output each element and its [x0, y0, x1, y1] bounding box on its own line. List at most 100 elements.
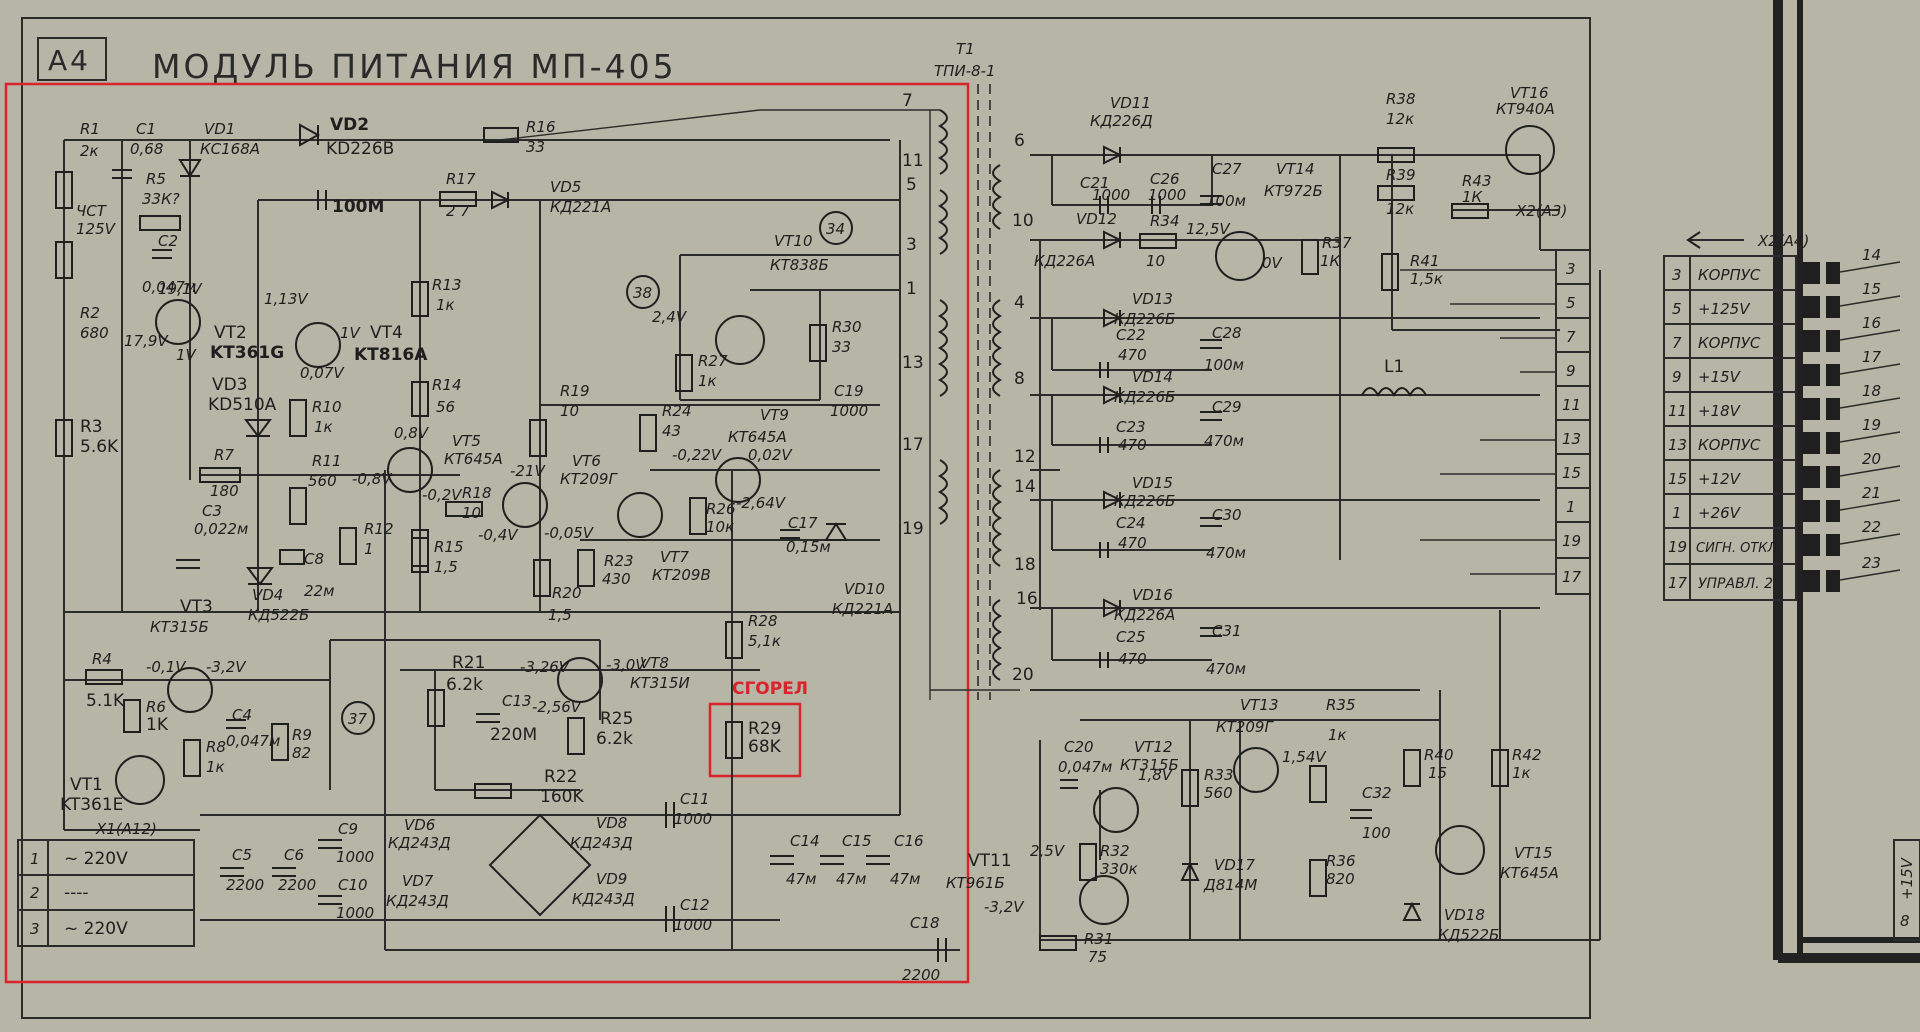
lbl-C8: C8 — [304, 550, 324, 568]
lbl-C1: C1 — [136, 120, 156, 138]
val-C9: 1000 — [336, 848, 374, 866]
val-R21: 6.2k — [446, 675, 483, 695]
lbl-C25: C25 — [1116, 628, 1146, 646]
val-R5: 33К? — [142, 190, 180, 208]
right-wiring — [1030, 154, 1601, 941]
val-R29: 68K — [748, 737, 782, 757]
val-VT16: КТ940А — [1496, 100, 1555, 118]
lbl-R24: R24 — [662, 402, 692, 420]
val-C28: 100м — [1204, 356, 1244, 374]
val-R39: 12к — [1386, 200, 1414, 218]
lbl-C21: C21 — [1080, 174, 1110, 192]
voltage-reading: -0,22V — [672, 446, 723, 464]
lbl-R3: R3 — [80, 417, 103, 437]
lbl-C14: C14 — [790, 832, 820, 850]
lbl-VT11: VT11 — [968, 851, 1012, 871]
val-C22: 470 — [1118, 346, 1147, 364]
t1-pin-19: 19 — [902, 519, 924, 539]
val-C1: 0,68 — [130, 140, 163, 158]
transformer-ref: T1 — [956, 40, 975, 58]
val-VD5: КД221А — [550, 198, 611, 216]
val-R43: 1К — [1462, 188, 1484, 206]
voltage-reading: -0,2V — [422, 486, 463, 504]
t1-pin-4: 4 — [1014, 293, 1025, 313]
lbl-R8: R8 — [206, 738, 226, 756]
val-R32: 330к — [1100, 860, 1138, 878]
val-VD7: КД243Д — [386, 892, 449, 910]
burned-label: СГОРЕЛ — [732, 679, 808, 699]
val-C5: 2200 — [226, 876, 264, 894]
lbl-VT10: VT10 — [774, 232, 813, 250]
val-C32: 100 — [1362, 824, 1391, 842]
lbl-VT15: VT15 — [1514, 844, 1553, 862]
lbl-R27: R27 — [698, 352, 728, 370]
voltage-reading: -2,56V — [532, 698, 583, 716]
val-VT13: КТ209Г — [1216, 718, 1274, 736]
val-VD17: Д814М — [1203, 876, 1257, 894]
lbl-VT3: VT3 — [180, 597, 213, 617]
x2a4-pin: 7 — [1672, 334, 1682, 352]
voltage-reading: 0,07V — [300, 364, 345, 382]
x2a4-out: 16 — [1862, 314, 1881, 332]
mains-connector: X1(A12) 1 ~ 220V 2 ---- 3 ~ 220V — [17, 820, 195, 947]
val-R15: 1,5 — [434, 558, 458, 576]
t1-pin-3: 3 — [906, 235, 917, 255]
voltage-reading: 2,5V — [1030, 842, 1066, 860]
val-R37: 1К — [1320, 252, 1342, 270]
lbl-R19: R19 — [560, 382, 590, 400]
lbl-C24: C24 — [1116, 514, 1146, 532]
x2a4-label: КОРПУС — [1698, 436, 1761, 454]
t1-pin-6: 6 — [1014, 131, 1025, 151]
mains-pin-2: 2 — [30, 884, 40, 902]
val-VT7: КТ209В — [652, 566, 711, 584]
lbl-VD3: VD3 — [212, 375, 248, 395]
edge-label-pin8: 8 — [1900, 912, 1910, 930]
val-R11: 560 — [308, 472, 337, 490]
x2a4-pin: 17 — [1668, 574, 1688, 592]
val-R38: 12к — [1386, 110, 1414, 128]
highlight-region — [4, 82, 970, 984]
lbl-C3: C3 — [202, 502, 222, 520]
lbl-C30: C30 — [1212, 506, 1242, 524]
lbl-VD1: VD1 — [204, 120, 235, 138]
x2a3-pin: 17 — [1562, 568, 1582, 586]
lbl-C6: C6 — [284, 846, 304, 864]
voltage-reading: 1,8V — [1138, 766, 1174, 784]
x2a4-pin: 1 — [1672, 504, 1682, 522]
lbl-C4: C4 — [232, 706, 252, 724]
lbl-VT12: VT12 — [1134, 738, 1173, 756]
val-C29: 470м — [1204, 432, 1244, 450]
test-point-37-label: 37 — [348, 710, 368, 728]
voltage-reading: 1V — [176, 346, 198, 364]
val-VD15: КД226Б — [1114, 492, 1175, 510]
connector-x2a3: X2(A3) 3 5 7 9 11 13 15 1 19 17 — [1400, 202, 1591, 595]
lbl-VD15: VD15 — [1132, 474, 1173, 492]
lbl-R1: R1 — [80, 120, 100, 138]
lbl-R33: R33 — [1204, 766, 1234, 784]
lbl-VD5: VD5 — [550, 178, 581, 196]
mains-connector-ref: X1(A12) — [95, 820, 157, 838]
x2a3-pin: 15 — [1562, 464, 1581, 482]
lbl-R30: R30 — [832, 318, 862, 336]
block-code-box — [37, 37, 107, 81]
val-VT9: КТ645А — [728, 428, 787, 446]
val-C10: 1000 — [336, 904, 374, 922]
t1-pin-7: 7 — [902, 91, 913, 111]
voltage-reading: -2,64V — [736, 494, 787, 512]
val-VD13: КД226Б — [1114, 310, 1175, 328]
voltage-readings: 19,1V 17,9V 1V 1,13V 1V 0,07V 0,8V -0,8V… — [124, 220, 1327, 916]
test-point-38 — [626, 275, 660, 309]
voltage-reading: 0,02V — [748, 446, 793, 464]
val-R8: 1к — [206, 758, 225, 776]
voltage-reading: 0,8V — [394, 424, 430, 442]
lbl-R5: R5 — [146, 170, 166, 188]
lbl-VD10: VD10 — [844, 580, 885, 598]
val-R40: 15 — [1428, 764, 1447, 782]
val-R1: 2к — [80, 142, 99, 160]
val-VD16: КД226А — [1114, 606, 1175, 624]
val-C12: 1000 — [674, 916, 712, 934]
val-C23: 470 — [1118, 436, 1147, 454]
val-C11: 1000 — [674, 810, 712, 828]
test-point-34 — [819, 211, 853, 245]
